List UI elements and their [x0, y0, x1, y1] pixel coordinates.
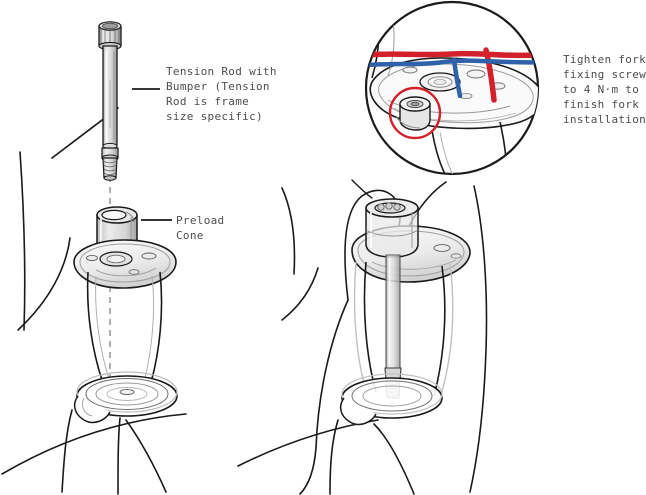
fork-crown-left	[73, 239, 177, 289]
rod-thread-lines	[103, 160, 117, 176]
annotation-tension-rod-line-4: size specific)	[166, 110, 263, 123]
bearing-cup-left	[73, 371, 178, 424]
head-tube-left	[86, 271, 163, 387]
screw-highlight-circle	[388, 86, 442, 140]
annotation-tighten-line-3: to 4 N·m to	[563, 83, 640, 96]
red-cable	[366, 50, 538, 59]
annotation-tension-rod-line-3: Rod is frame	[166, 95, 250, 108]
annotation-tighten-line-2: fixing screw	[563, 68, 646, 81]
annotation-tension-rod: Tension Rod with Bumper (Tension Rod is …	[166, 64, 277, 124]
detail-circle-figure	[364, 0, 540, 176]
frame-tubes-right	[237, 185, 488, 495]
rod-head-in-cone	[377, 202, 401, 211]
tension-rod-inserted	[384, 254, 402, 399]
annotation-tension-rod-line-1: Tension Rod with	[166, 65, 277, 78]
blue-cable	[366, 58, 538, 69]
annotation-tighten-note: Tighten fork fixing screw to 4 N·m to fi…	[563, 52, 646, 127]
annotation-tighten-line-4: finish fork	[563, 98, 640, 111]
right-assembly-figure	[237, 181, 488, 495]
bearing-cup-right	[339, 373, 443, 426]
annotation-tighten-line-1: Tighten fork	[563, 53, 646, 66]
annotation-preload-cone-line-2: Cone	[176, 229, 204, 242]
detail-pointer-tail	[351, 179, 373, 199]
annotation-tighten-line-5: installation.	[563, 113, 646, 126]
cable-tail-right	[299, 299, 349, 495]
preload-cone-part-right	[365, 198, 419, 258]
fork-fixing-screw	[395, 96, 431, 131]
tension-rod-part	[98, 21, 122, 181]
left-assembly-figure	[1, 21, 187, 495]
annotation-tension-rod-line-2: Bumper (Tension	[166, 80, 270, 93]
frame-tubes-left	[1, 151, 187, 495]
annotation-preload-cone: Preload Cone	[176, 213, 224, 243]
annotation-preload-cone-line-1: Preload	[176, 214, 225, 227]
